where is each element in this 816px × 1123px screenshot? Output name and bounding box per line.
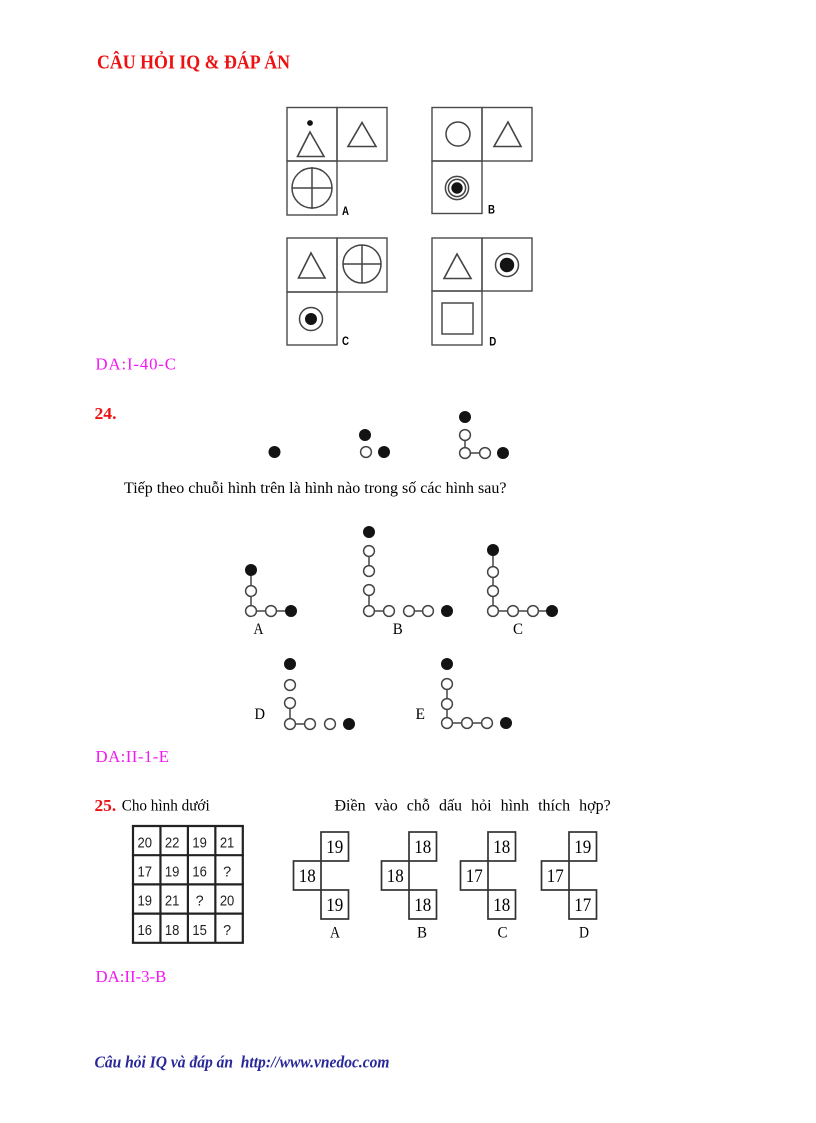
svg-text:A: A [330,925,340,942]
svg-text:19: 19 [574,837,591,858]
svg-text:19: 19 [165,865,180,881]
svg-text:CÂU HỎI IQ & ĐÁP ÁN: CÂU HỎI IQ & ĐÁP ÁN [97,50,290,74]
svg-text:Tiếp theo chuỗi hình trên là h: Tiếp theo chuỗi hình trên là hình nào tr… [124,480,506,497]
svg-text:D: D [579,925,589,942]
svg-text:Cho hình dưới: Cho hình dưới [122,798,211,815]
svg-text:Câu hỏi IQ và đáp án http://w: Câu hỏi IQ và đáp án http://www.vnedoc.c… [95,1053,390,1072]
svg-text:19: 19 [326,895,343,916]
svg-text:20: 20 [220,894,235,910]
svg-text:DA:II-1-E: DA:II-1-E [96,747,170,766]
svg-text:DA:I-40-C: DA:I-40-C [96,354,177,373]
svg-text:B: B [488,205,495,217]
svg-text:18: 18 [493,837,510,858]
svg-text:?: ? [223,865,231,881]
svg-text:18: 18 [299,866,316,887]
svg-text:17: 17 [574,895,591,916]
svg-text:16: 16 [137,923,152,939]
svg-text:15: 15 [192,923,207,939]
svg-text:A: A [342,206,349,218]
svg-text:C: C [498,925,508,942]
svg-text:D: D [489,336,496,348]
svg-text:21: 21 [165,894,180,910]
svg-text:19: 19 [192,835,207,851]
svg-text:17: 17 [466,866,483,887]
svg-text:24.: 24. [95,404,117,423]
svg-text:D: D [255,706,266,723]
svg-text:18: 18 [414,895,431,916]
svg-text:18: 18 [414,837,431,858]
svg-text:20: 20 [137,835,152,851]
svg-text:18: 18 [165,923,180,939]
svg-text:19: 19 [137,894,152,910]
svg-text:C: C [513,621,523,638]
svg-text:A: A [254,621,264,638]
svg-text:25.: 25. [95,796,117,815]
svg-text:16: 16 [192,865,207,881]
svg-text:19: 19 [326,837,343,858]
svg-text:18: 18 [387,866,404,887]
svg-text:18: 18 [493,895,510,916]
svg-text:E: E [416,706,426,723]
svg-text:17: 17 [137,865,152,881]
svg-text:22: 22 [165,835,180,851]
svg-text:Điền vào chỗ dấu hỏi hình thíc: Điền vào chỗ dấu hỏi hình thích hợp? [335,798,611,815]
svg-text:B: B [393,621,403,638]
svg-text:B: B [417,925,427,942]
svg-text:C: C [342,336,349,348]
svg-text:21: 21 [220,835,235,851]
svg-text:?: ? [223,923,231,939]
svg-text:17: 17 [547,866,564,887]
svg-text:DA:II-3-B: DA:II-3-B [96,967,167,986]
svg-text:?: ? [196,894,204,910]
